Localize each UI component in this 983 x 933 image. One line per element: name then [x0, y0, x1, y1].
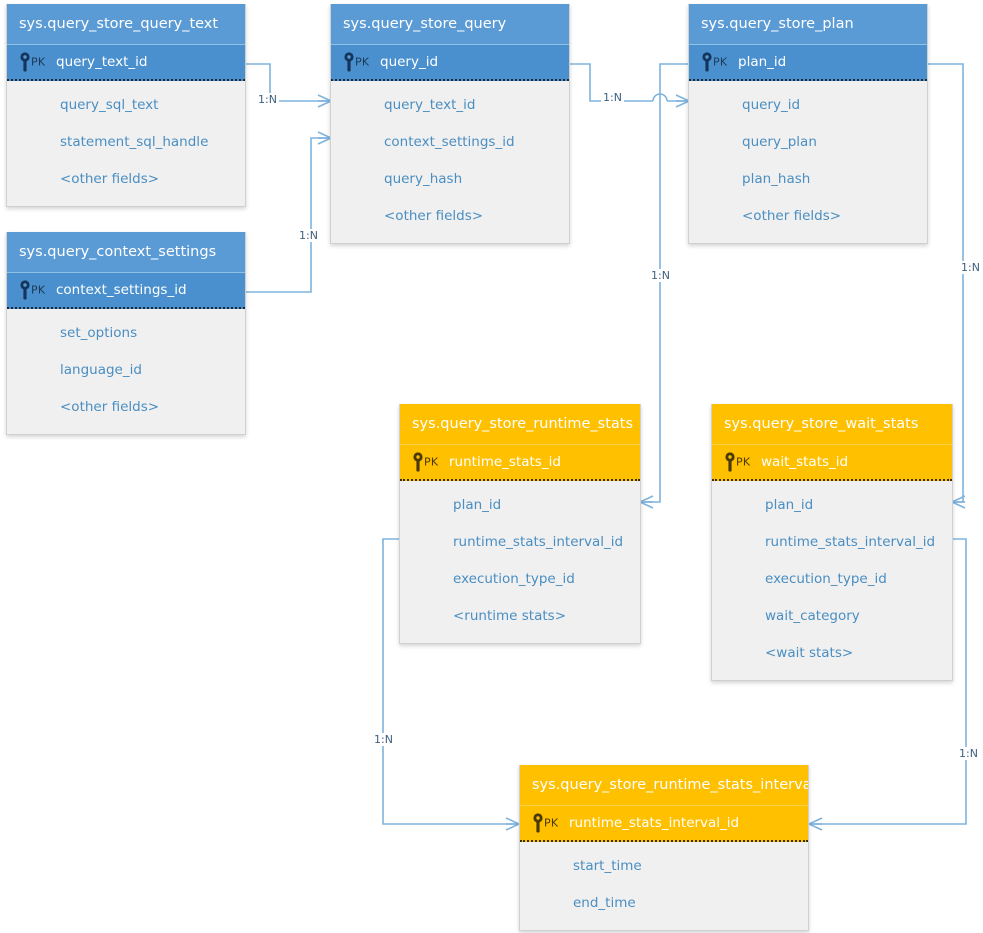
entity-query-store-query-text[interactable]: sys.query_store_query_text PK query_text…	[6, 4, 246, 207]
entity-field: <runtime stats>	[453, 608, 567, 624]
entity-field: plan_id	[453, 497, 502, 513]
pk-badge: PK	[31, 55, 46, 69]
connector-plan-to-runtime-stats	[639, 63, 688, 509]
entity-query-store-query[interactable]: sys.query_store_query PK query_id query_…	[330, 4, 570, 244]
entity-field: query_hash	[384, 171, 463, 187]
entity-title: sys.query_store_runtime_stats_interval	[520, 765, 808, 806]
pk-badge: PK	[31, 283, 46, 297]
pk-field-name: query_text_id	[56, 54, 148, 70]
entity-field: language_id	[60, 362, 142, 378]
entity-query-store-runtime-stats-interval[interactable]: sys.query_store_runtime_stats_interval P…	[519, 765, 809, 931]
entity-primary-key-row[interactable]: PK context_settings_id	[7, 273, 245, 309]
entity-field-list: plan_id runtime_stats_interval_id execut…	[712, 481, 952, 680]
entity-field: <other fields>	[384, 208, 484, 224]
entity-primary-key-row[interactable]: PK wait_stats_id	[712, 445, 952, 481]
entity-primary-key-row[interactable]: PK query_id	[331, 45, 569, 81]
entity-field: set_options	[60, 325, 138, 341]
entity-field: query_id	[742, 97, 801, 113]
entity-field-list: query_sql_text statement_sql_handle <oth…	[7, 81, 245, 206]
cardinality-label-query-to-plan: 1:N	[601, 91, 624, 104]
entity-field: runtime_stats_interval_id	[453, 534, 624, 550]
pk-field-name: query_id	[380, 54, 439, 70]
key-icon	[20, 280, 30, 300]
entity-field: start_time	[573, 858, 642, 874]
entity-title: sys.query_store_query	[331, 4, 569, 45]
key-icon	[413, 452, 423, 472]
entity-field: <wait stats>	[765, 645, 854, 661]
cardinality-label-context-settings-to-query: 1:N	[297, 229, 320, 242]
entity-field: wait_category	[765, 608, 860, 624]
connector-query-to-plan	[569, 63, 690, 108]
pk-badge: PK	[424, 455, 439, 469]
entity-primary-key-row[interactable]: PK query_text_id	[7, 45, 245, 81]
cardinality-label-interval-to-wait-stats: 1:N	[957, 747, 980, 760]
cardinality-label-plan-to-runtime-stats: 1:N	[649, 269, 672, 282]
pk-badge: PK	[713, 55, 728, 69]
entity-primary-key-row[interactable]: PK runtime_stats_id	[400, 445, 640, 481]
key-icon	[344, 52, 354, 72]
entity-field: runtime_stats_interval_id	[765, 534, 936, 550]
entity-query-store-runtime-stats[interactable]: sys.query_store_runtime_stats PK runtime…	[399, 404, 641, 644]
entity-field-list: query_text_id context_settings_id query_…	[331, 81, 569, 243]
cardinality-label-interval-to-runtime-stats: 1:N	[372, 733, 395, 746]
entity-title: sys.query_store_wait_stats	[712, 404, 952, 445]
pk-badge: PK	[544, 816, 559, 830]
entity-field: <other fields>	[60, 171, 160, 187]
entity-field-list: plan_id runtime_stats_interval_id execut…	[400, 481, 640, 643]
pk-field-name: context_settings_id	[56, 282, 187, 298]
entity-field: statement_sql_handle	[60, 134, 209, 150]
pk-field-name: wait_stats_id	[761, 454, 849, 470]
entity-field: execution_type_id	[453, 571, 575, 587]
entity-field: <other fields>	[742, 208, 842, 224]
cardinality-label-query-text-to-query: 1:N	[256, 93, 279, 106]
key-icon	[702, 52, 712, 72]
pk-field-name: plan_id	[738, 54, 787, 70]
pk-badge: PK	[355, 55, 370, 69]
entity-primary-key-row[interactable]: PK plan_id	[689, 45, 927, 81]
entity-query-store-plan[interactable]: sys.query_store_plan PK plan_id query_id…	[688, 4, 928, 244]
entity-title: sys.query_context_settings	[7, 232, 245, 273]
pk-badge: PK	[736, 455, 751, 469]
entity-field: execution_type_id	[765, 571, 887, 587]
entity-field: query_plan	[742, 134, 817, 150]
key-icon	[20, 52, 30, 72]
pk-field-name: runtime_stats_interval_id	[569, 815, 740, 831]
entity-field: <other fields>	[60, 399, 160, 415]
key-icon	[725, 452, 735, 472]
entity-primary-key-row[interactable]: PK runtime_stats_interval_id	[520, 806, 808, 842]
entity-field-list: start_time end_time	[520, 842, 808, 930]
entity-field-list: set_options language_id <other fields>	[7, 309, 245, 434]
entity-field: plan_id	[765, 497, 814, 513]
pk-field-name: runtime_stats_id	[449, 454, 561, 470]
connector-context-settings-to-query	[246, 131, 332, 293]
cardinality-label-plan-to-wait-stats: 1:N	[959, 261, 982, 274]
entity-field: plan_hash	[742, 171, 811, 187]
entity-title: sys.query_store_plan	[689, 4, 927, 45]
key-icon	[533, 813, 543, 833]
entity-field: end_time	[573, 895, 636, 911]
entity-query-context-settings[interactable]: sys.query_context_settings PK context_se…	[6, 232, 246, 435]
entity-query-store-wait-stats[interactable]: sys.query_store_wait_stats PK wait_stats…	[711, 404, 953, 681]
entity-field: query_sql_text	[60, 97, 159, 113]
entity-title: sys.query_store_query_text	[7, 4, 245, 45]
entity-title: sys.query_store_runtime_stats	[400, 404, 640, 445]
entity-field: context_settings_id	[384, 134, 515, 150]
entity-field-list: query_id query_plan plan_hash <other fie…	[689, 81, 927, 243]
entity-field: query_text_id	[384, 97, 476, 113]
